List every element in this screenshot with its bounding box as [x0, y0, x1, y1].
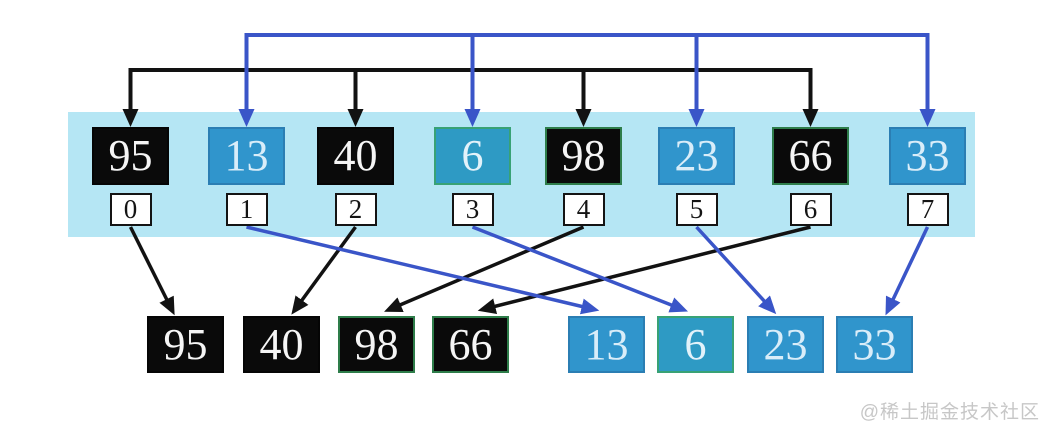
- watermark: @稀土掘金技术社区: [859, 402, 1040, 423]
- index-box-6: 6: [789, 193, 832, 226]
- top-cell-1: 13: [208, 127, 285, 185]
- bottom-cell-0: 95: [147, 316, 224, 373]
- mapping-arrows: [128, 225, 930, 316]
- top-cell-7: 33: [889, 127, 966, 185]
- index-box-1: 1: [225, 193, 268, 226]
- blue-group-arrows: [238, 33, 936, 127]
- index-box-2: 2: [334, 193, 377, 226]
- top-cell-6: 66: [772, 127, 849, 185]
- index-box-7: 7: [906, 193, 949, 226]
- top-cell-0: 95: [92, 127, 169, 185]
- bottom-cell-1: 40: [243, 316, 320, 373]
- top-cell-5: 23: [658, 127, 735, 185]
- index-box-4: 4: [562, 193, 605, 226]
- bottom-cell-6: 23: [747, 316, 824, 373]
- index-box-5: 5: [675, 193, 718, 226]
- top-cell-4: 98: [545, 127, 622, 185]
- bottom-cell-4: 13: [568, 316, 645, 373]
- bottom-cell-3: 66: [432, 316, 509, 373]
- index-box-0: 0: [109, 193, 152, 226]
- bottom-cell-2: 98: [338, 316, 415, 373]
- top-cell-2: 40: [317, 127, 394, 185]
- bottom-cell-7: 33: [836, 316, 913, 373]
- top-cell-3: 6: [434, 127, 511, 185]
- index-box-3: 3: [451, 193, 494, 226]
- bottom-cell-5: 6: [657, 316, 734, 373]
